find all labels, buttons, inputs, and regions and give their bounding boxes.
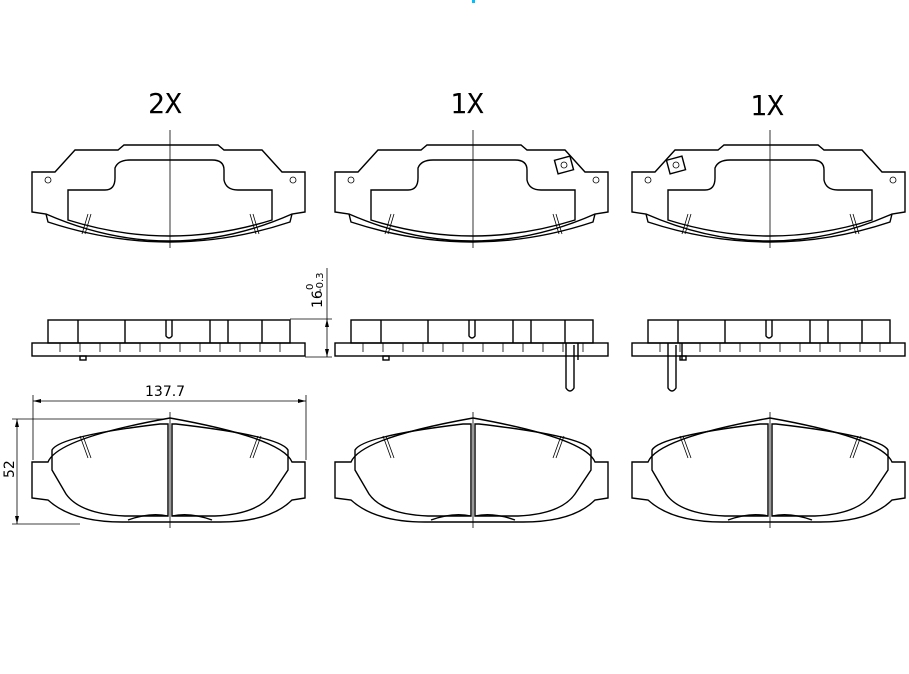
quantity-label-1: 2X	[148, 87, 182, 120]
tolerance-upper: 0	[305, 284, 316, 290]
quantity-label-2: 1X	[450, 87, 484, 120]
pad-back-view-2	[334, 129, 609, 249]
thickness-dimension: 16 0 -0.3	[290, 268, 332, 358]
pad-side-view-1	[31, 319, 306, 361]
marker	[472, 0, 475, 3]
tolerance-lower: -0.3	[315, 272, 326, 292]
wear-sensor-2	[553, 155, 575, 175]
height-dimension: 52	[2, 418, 165, 525]
quantity-label-3: 1X	[750, 89, 784, 122]
pad-front-view-2	[334, 411, 609, 529]
wear-sensor-clip-3	[667, 343, 683, 392]
length-dimension: 137.7	[32, 384, 307, 460]
pad-side-view-2	[334, 319, 609, 361]
pad-front-view-1	[31, 411, 306, 529]
pad-back-view-3	[631, 129, 906, 249]
height-label: 52	[2, 460, 18, 478]
pad-front-view-3	[631, 411, 906, 529]
pad-side-view-3	[631, 319, 906, 361]
pad-back-view-1	[31, 129, 306, 249]
wear-sensor-clip-2	[565, 343, 579, 392]
wear-sensor-3	[665, 155, 687, 175]
length-label: 137.7	[145, 384, 185, 400]
thickness-label: 16	[310, 290, 326, 308]
